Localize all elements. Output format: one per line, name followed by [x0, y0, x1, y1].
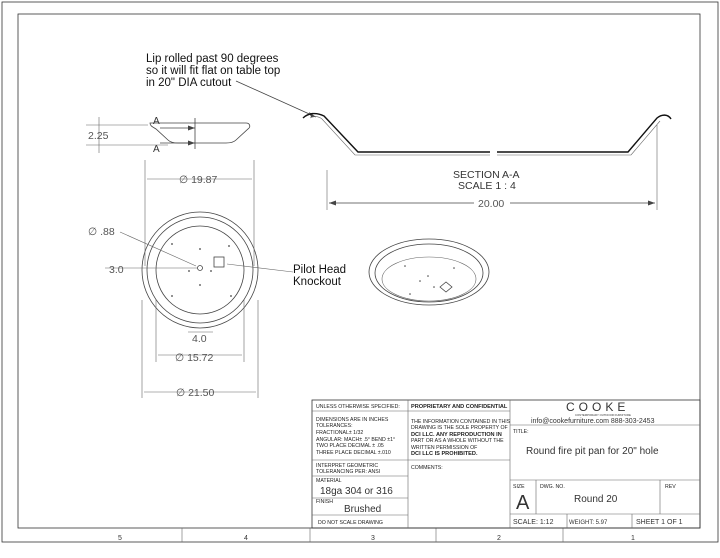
zone-2: 2 [497, 535, 501, 542]
section-scale: SCALE 1 : 4 [458, 180, 516, 192]
tb-interpret2: TOLERANCING PER: ANSI [316, 469, 380, 475]
tb-prop-line6: DCI LLC IS PROHIBITED. [411, 451, 478, 457]
top-view: ∅ 19.87 ∅ .88 3.0 4.0 ∅ 15.72 ∅ 21.50 Pi… [88, 160, 346, 399]
company-contact: info@cookefurniture.com 888-303-2453 [531, 418, 655, 425]
tb-size-label: SIZE [513, 484, 525, 490]
cut-arrowhead-top [188, 125, 195, 131]
section-width-dim: 20.00 [478, 198, 504, 210]
tb-prop-line4: PART OR AS A WHOLE WITHOUT THE [411, 438, 504, 444]
tb-material-label: MATERIAL [316, 478, 342, 484]
tb-title-label: TITLE: [513, 429, 529, 435]
spacing-dim: 4.0 [192, 333, 207, 345]
zone-1: 1 [631, 535, 635, 542]
side-view: A A 2.25 [86, 116, 251, 155]
tb-prop-line2: DRAWING IS THE SOLE PROPERTY OF [411, 425, 508, 431]
tb-scale: SCALE: 1:12 [513, 519, 554, 526]
section-profile-right [497, 114, 672, 153]
iso-knockout [439, 281, 453, 293]
hole-dia-dim: ∅ .88 [88, 226, 115, 238]
iso-holes [404, 265, 455, 295]
tb-unless: UNLESS OTHERWISE SPECIFIED: [316, 404, 400, 410]
tb-dims-line5: TWO PLACE DECIMAL ± .05 [316, 443, 384, 449]
cut-arrowhead-bottom [188, 140, 195, 146]
dia-outer-dim: ∅ 21.50 [176, 387, 214, 399]
tb-prop-line3: DCI LLC. ANY REPRODUCTION IN [411, 432, 502, 438]
pilot-note-line2: Knockout [293, 276, 342, 288]
company-logo: COOKE [566, 400, 629, 414]
tb-dims-line2: TOLERANCES: [316, 423, 353, 429]
tb-finish: Brushed [344, 504, 381, 515]
tb-finish-label: FINISH [316, 499, 333, 505]
pilot-knockout [213, 256, 225, 268]
pilot-leader [226, 263, 294, 273]
section-marker-top: A [153, 116, 160, 127]
lip-note: Lip rolled past 90 degrees so it will fi… [146, 53, 317, 118]
zone-3: 3 [371, 535, 375, 542]
iso-floor [381, 256, 477, 302]
lip-leader [235, 80, 317, 118]
tb-weight: WEIGHT: 5.97 [569, 520, 608, 526]
section-profile: SECTION A-A SCALE 1 : 4 20.00 [302, 112, 672, 210]
section-marker-bottom: A [153, 144, 160, 155]
section-profile-inner-left [309, 116, 490, 156]
section-profile-left [302, 112, 490, 153]
iso-outer-rim [368, 238, 490, 306]
tb-proprietary: PROPRIETARY AND CONFIDENTIAL [411, 404, 508, 410]
tb-comments: COMMENTS: [411, 465, 443, 471]
tb-dims-line3: FRACTIONAL± 1/32 [316, 430, 363, 436]
mounting-holes [171, 243, 232, 297]
side-view-pan [149, 122, 251, 144]
outer-frame [1, 1, 719, 543]
tb-rev-label: REV [665, 484, 676, 490]
tb-dims-line6: THREE PLACE DECIMAL ±.010 [316, 450, 391, 456]
lip-note-line2: so it will fit flat on table top [146, 65, 280, 77]
outer-rim [141, 211, 259, 329]
tb-prop-line1: THE INFORMATION CONTAINED IN THIS [411, 419, 511, 425]
hole-dia-leader [119, 231, 197, 267]
tb-dims-line1: DIMENSIONS ARE IN INCHES [316, 417, 389, 423]
company-tagline: CONTEMPORARY OUTDOOR FURNITURE [575, 413, 631, 417]
tb-dwg-no: Round 20 [574, 494, 618, 505]
pilot-note-line1: Pilot Head [293, 264, 346, 276]
tb-sheet: SHEET 1 OF 1 [636, 519, 683, 526]
offset-dim: 3.0 [109, 264, 124, 276]
height-dim: 2.25 [88, 130, 109, 142]
dia-inner-dim: ∅ 15.72 [175, 352, 213, 364]
dia-top-dim: ∅ 19.87 [179, 174, 217, 186]
tb-dims-line4: ANGULAR: MACH± .5° BEND ±1° [316, 437, 395, 443]
iso-inner-rim [374, 243, 484, 303]
lip-note-line1: Lip rolled past 90 degrees [146, 53, 279, 65]
drawing-title: Round fire pit pan for 20" hole [526, 446, 659, 457]
section-profile-inner-right [497, 120, 661, 156]
tb-no-scale: DO NOT SCALE DRAWING [318, 520, 383, 526]
pan-floor [155, 225, 245, 315]
zone-5: 5 [118, 535, 122, 542]
section-dim-arrow-right [648, 200, 655, 206]
title-block-frame [311, 399, 701, 529]
zone-4: 4 [244, 535, 248, 542]
title-block: UNLESS OTHERWISE SPECIFIED: DIMENSIONS A… [311, 399, 701, 529]
zone-markers: 5 4 3 2 1 [118, 528, 635, 542]
inner-rim [146, 216, 254, 324]
tb-size: A [516, 492, 530, 514]
iso-view [368, 238, 490, 306]
tb-dwg-label: DWG. NO. [540, 484, 565, 490]
tb-material: 18ga 304 or 316 [320, 486, 393, 497]
section-title: SECTION A-A [453, 169, 520, 181]
lip-note-line3: in 20" DIA cutout [146, 77, 232, 89]
center-hole [197, 265, 203, 271]
tb-interpret1: INTERPRET GEOMETRIC [316, 463, 378, 469]
section-dim-arrow-left [329, 200, 336, 206]
tb-prop-line5: WRITTEN PERMISSION OF [411, 445, 477, 451]
